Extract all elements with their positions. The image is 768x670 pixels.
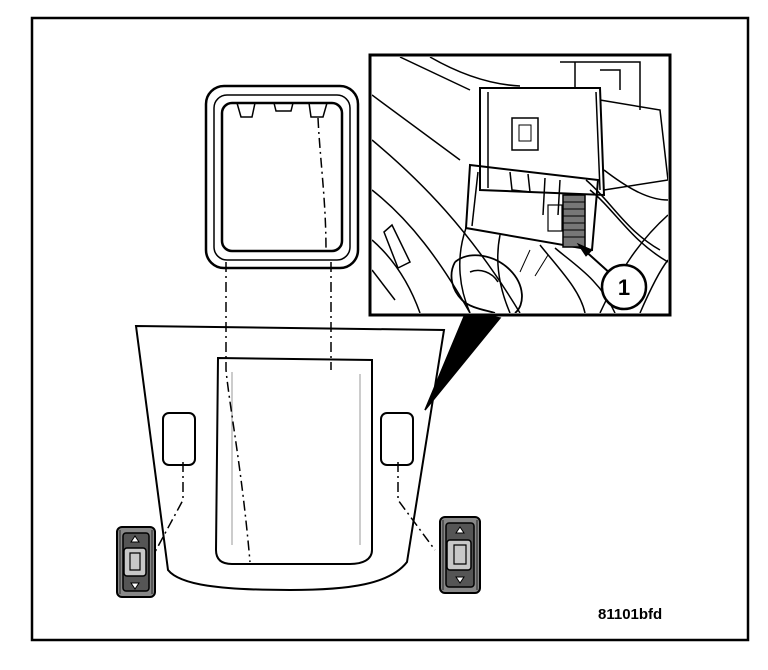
figure-id: 81101bfd [598,606,662,623]
shifter-bezel [204,84,360,270]
callout-arrowhead [576,242,593,257]
callout-label: 1 [618,275,630,300]
alignment-lines [154,262,436,563]
callout-1: 1 [600,263,648,311]
console-panel [134,324,446,592]
right-window-switch [439,516,481,594]
left-window-switch [116,526,156,598]
callout-circle [600,263,648,311]
